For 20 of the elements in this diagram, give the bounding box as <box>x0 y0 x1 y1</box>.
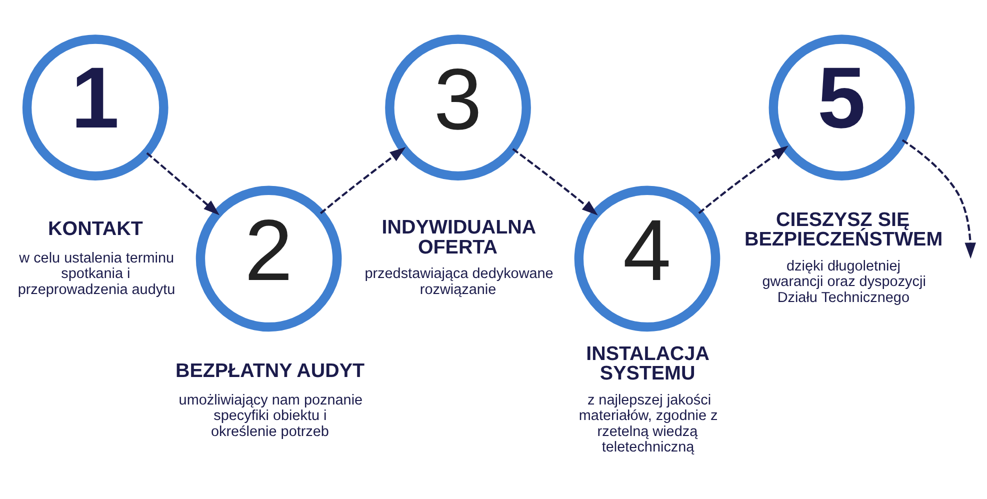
node-circle: 4 <box>574 186 720 332</box>
arrow <box>146 152 220 216</box>
node-circle: 5 <box>768 34 915 181</box>
arrow <box>320 147 406 214</box>
arrow <box>698 146 788 214</box>
node-label: BEZPŁATNY AUDYT <box>176 360 365 382</box>
arrow <box>902 139 976 259</box>
node-label: KONTAKT <box>48 218 143 240</box>
node-circle: 3 <box>385 34 531 181</box>
node-label: przedstawiająca dedykowane rozwiązanie <box>364 266 554 298</box>
node-label: INDYWIDUALNA OFERTA <box>382 216 536 258</box>
node-label: umożliwiający nam poznanie specyfiki obiektu i określenie potrzeb <box>178 392 363 440</box>
node-label: dzięki długoletniej gwarancji oraz dyspozycji Działu Technicznego <box>762 258 926 306</box>
node-label: CIESZYSZ SIĘ BEZPIECZEŃSTWEM <box>744 208 943 251</box>
node-label: INSTALACJA SYSTEMU <box>586 342 710 385</box>
node-circle: 1 <box>22 34 168 181</box>
node-circle: 2 <box>196 186 342 332</box>
node-label: z najlepszej jakości materiałów, zgodnie z rzetelną wiedzą teletechniczną <box>578 392 718 456</box>
arrow <box>512 148 598 216</box>
node-label: w celu ustalenia terminu spotkania i przeprowadzenia audytu <box>18 250 176 298</box>
